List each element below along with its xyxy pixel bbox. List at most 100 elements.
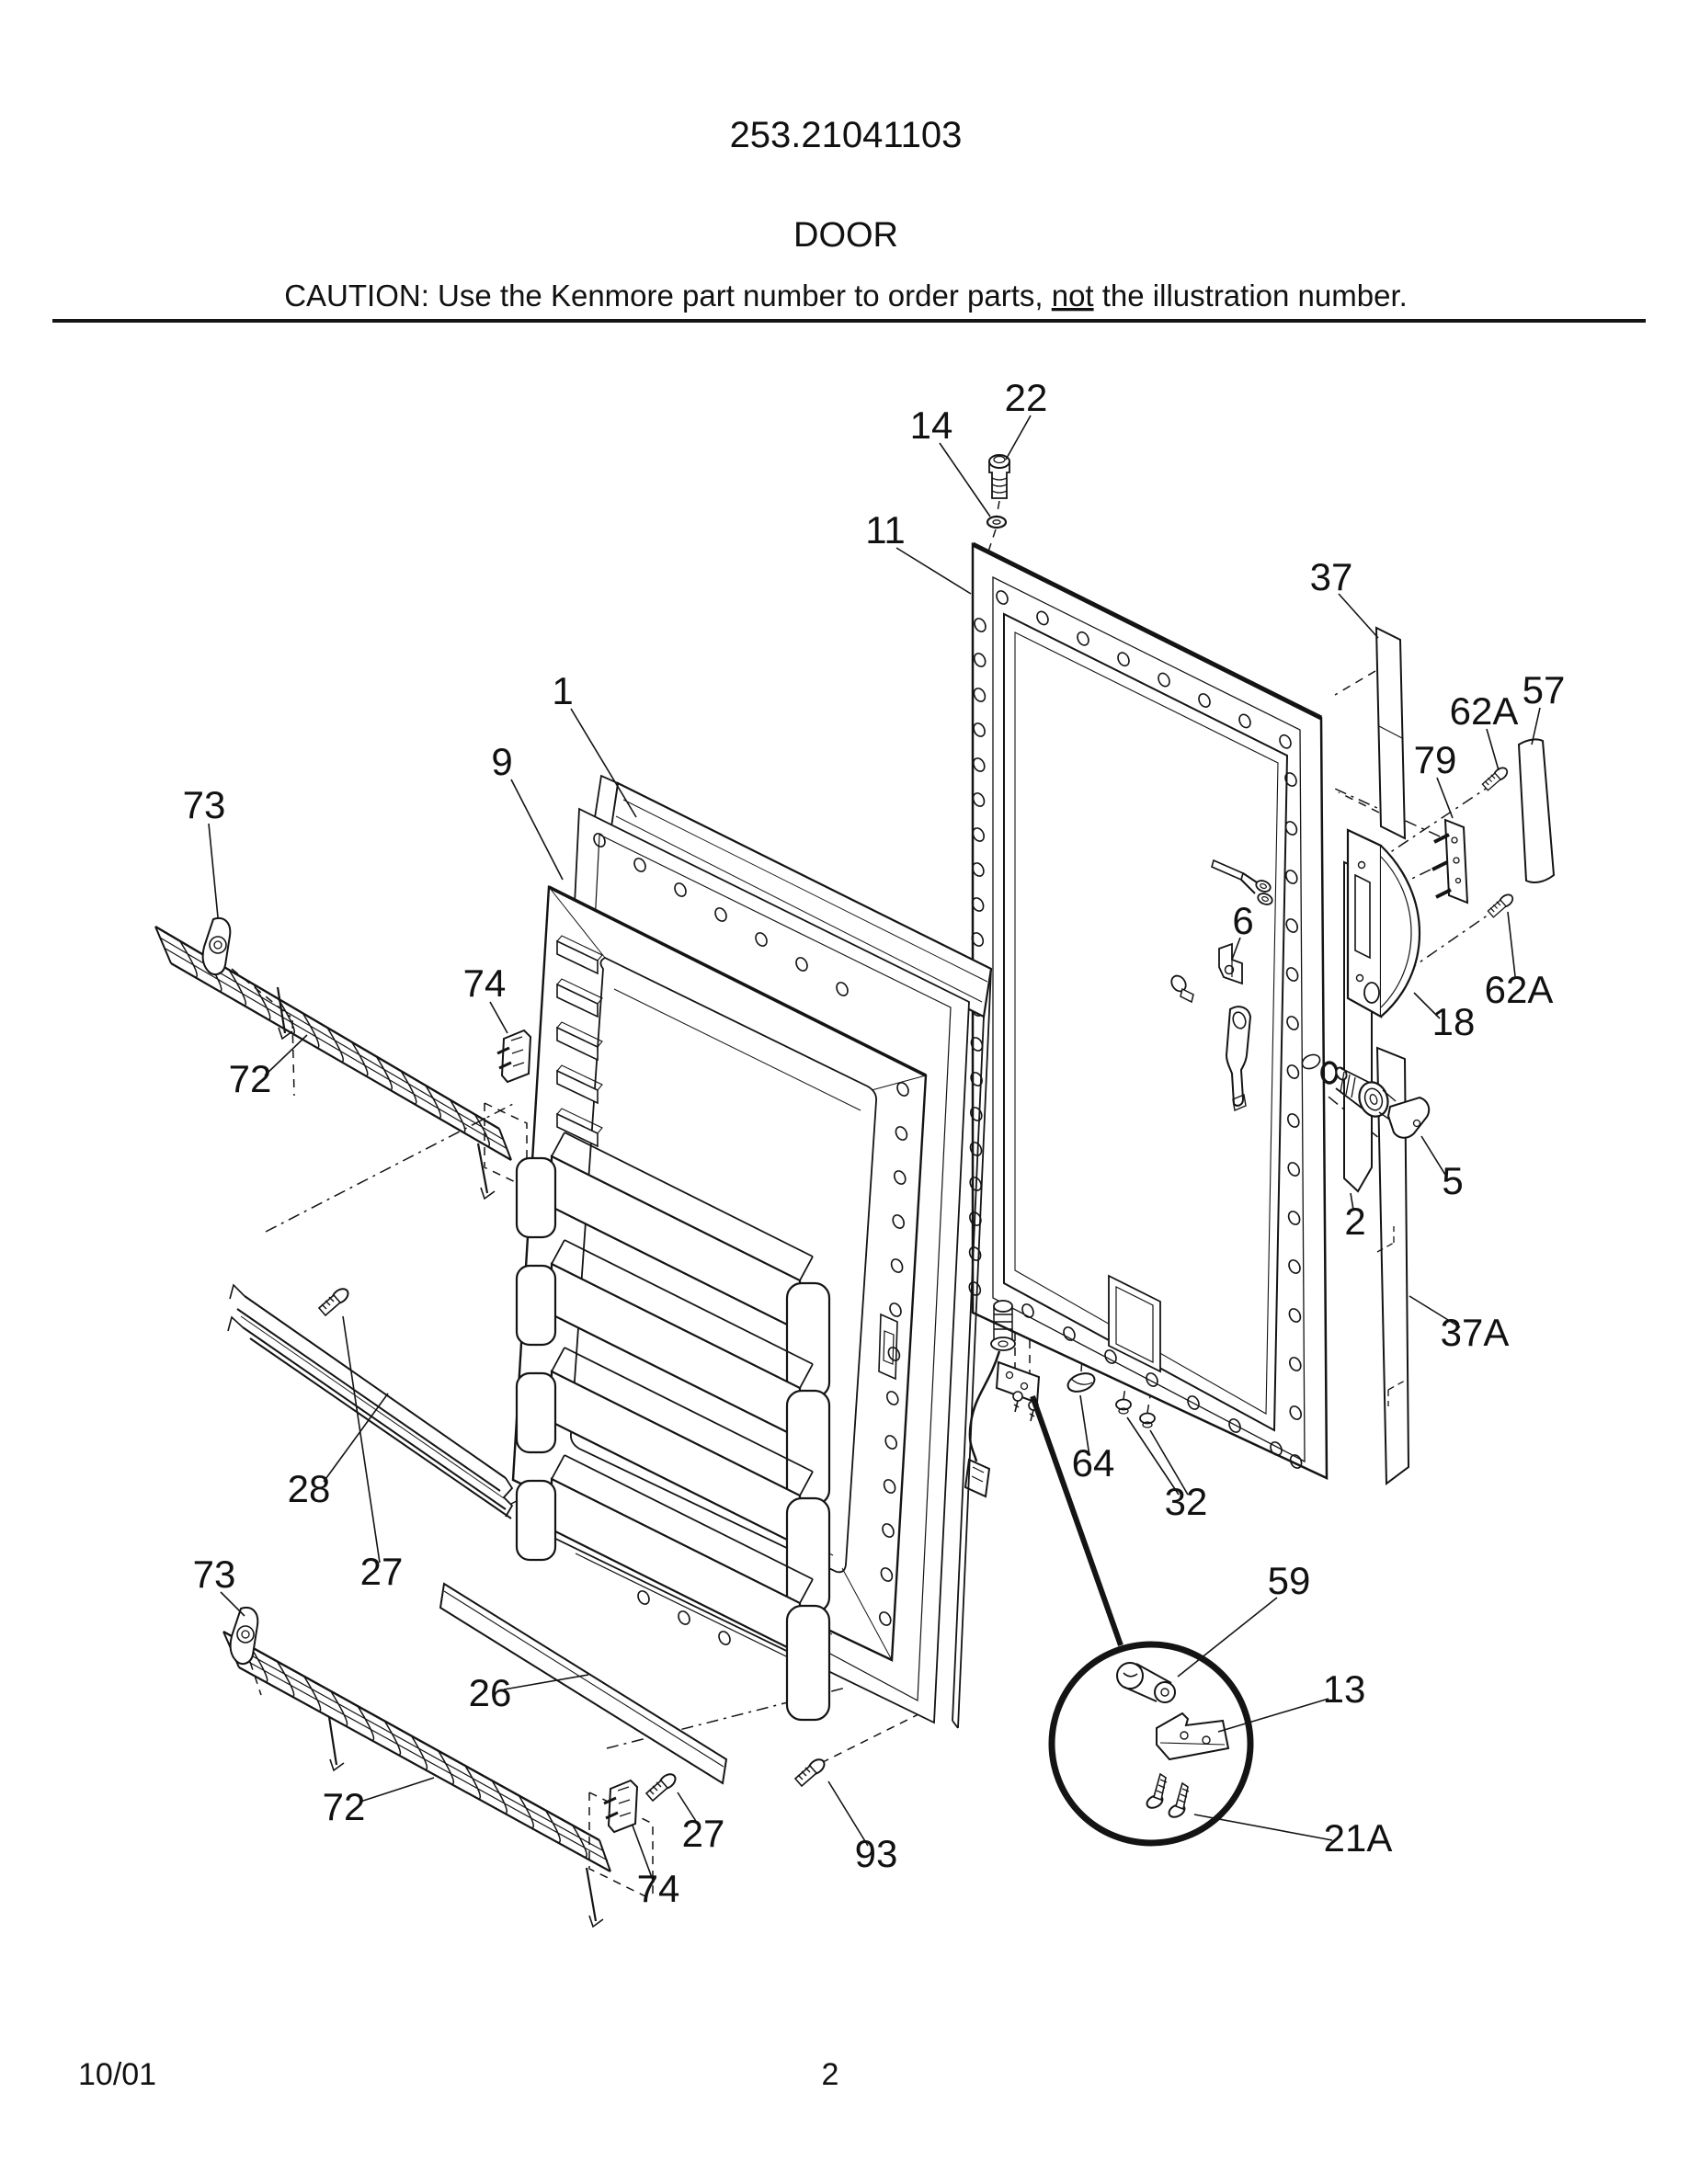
part-label-27: 27	[682, 1812, 725, 1855]
part-label-9: 9	[491, 740, 512, 783]
leader-line-28	[323, 1393, 389, 1483]
part-label-14: 14	[910, 404, 953, 447]
leader-line-62A	[1486, 728, 1500, 771]
part-label-73: 73	[193, 1553, 236, 1596]
part-label-37: 37	[1310, 555, 1353, 598]
liner-ladder-slots	[556, 935, 603, 1148]
leader-line-74	[489, 1001, 508, 1034]
leader-line-9	[510, 779, 564, 881]
caution-line: CAUTION: Use the Kenmore part number to …	[284, 279, 1408, 313]
basket-clip-73-top	[201, 916, 232, 976]
trim-rail-26	[439, 1582, 728, 1785]
strap-tag	[1225, 1006, 1252, 1111]
part-label-11: 11	[865, 508, 906, 552]
leader-line-22	[1005, 415, 1032, 461]
part-label-22: 22	[1005, 376, 1048, 419]
leader-line-27	[677, 1792, 700, 1826]
trim-strip-37A	[1375, 1046, 1410, 1485]
detail-pointer-line	[1030, 1394, 1123, 1647]
part-label-72: 72	[323, 1785, 366, 1828]
screw-62A-bottom	[1487, 891, 1516, 918]
part-label-62A: 62A	[1450, 689, 1519, 733]
part-label-72: 72	[229, 1057, 272, 1100]
page-footer: 10/01 2	[78, 2057, 838, 2092]
leader-line-11	[895, 547, 972, 595]
cam-link-59	[1116, 1662, 1176, 1703]
basket-clip-74-bottom	[602, 1779, 639, 1834]
part-label-27: 27	[360, 1550, 404, 1593]
leader-line-5	[1420, 1135, 1446, 1176]
part-label-2: 2	[1344, 1200, 1365, 1243]
part-label-5: 5	[1442, 1159, 1463, 1202]
footer-date: 10/01	[78, 2057, 156, 2092]
leader-line-57	[1531, 707, 1541, 745]
grommet-64	[1066, 1372, 1096, 1393]
leader-line-32	[1149, 1429, 1189, 1496]
section-title: DOOR	[793, 216, 898, 255]
leader-line-64	[1079, 1394, 1090, 1457]
leader-line-74	[632, 1825, 655, 1883]
leader-line-37A	[1409, 1295, 1461, 1328]
bracket-13	[1156, 1712, 1230, 1761]
part-label-93: 93	[855, 1832, 898, 1875]
push-rivet	[1170, 974, 1194, 1004]
part-label-62A: 62A	[1485, 968, 1554, 1011]
detail-circle	[1048, 1641, 1254, 1847]
footer-page-number: 2	[822, 2057, 839, 2092]
part-label-6: 6	[1232, 899, 1253, 942]
leader-line-2	[1350, 1192, 1354, 1211]
screw-93	[794, 1756, 828, 1787]
strike-mount-79	[1431, 818, 1469, 904]
leader-line-79	[1436, 777, 1454, 819]
leader-line-6	[1231, 937, 1241, 961]
trim-strip-57	[1517, 738, 1556, 883]
clip-6	[1218, 942, 1243, 985]
hole-caps-32	[1115, 1398, 1156, 1428]
leader-line-73	[208, 823, 219, 918]
callout-labels: 19111422375762A79662A185237A737472282773…	[183, 376, 1566, 1910]
leader-line-73	[220, 1591, 245, 1617]
leader-line-37	[1338, 593, 1379, 639]
screw-62A-top	[1481, 764, 1511, 791]
leader-line-21A	[1193, 1814, 1333, 1841]
lock-hole	[1301, 1053, 1321, 1070]
part-label-57: 57	[1523, 668, 1566, 711]
leader-line-59	[1177, 1597, 1278, 1678]
screw-27-left	[318, 1285, 352, 1316]
lock-cylinder-5	[1335, 1066, 1431, 1139]
leader-line-14	[939, 442, 991, 518]
part-label-37A: 37A	[1441, 1311, 1510, 1354]
part-label-73: 73	[183, 783, 226, 826]
door-front-slab-1	[593, 774, 993, 1729]
part-label-1: 1	[552, 669, 573, 712]
leader-line-27	[342, 1315, 381, 1564]
part-label-79: 79	[1414, 738, 1457, 781]
retainer-rail-28	[227, 1283, 514, 1519]
door-key	[1211, 859, 1273, 905]
part-label-59: 59	[1268, 1559, 1311, 1602]
model-number: 253.21041103	[730, 115, 963, 155]
part-label-74: 74	[637, 1867, 680, 1910]
part-label-28: 28	[288, 1467, 331, 1510]
leader-line-72	[359, 1777, 435, 1803]
washer-14	[986, 515, 1008, 529]
part-label-21A: 21A	[1324, 1816, 1393, 1860]
leader-line-13	[1217, 1698, 1329, 1733]
leader-line-72	[264, 1034, 308, 1076]
basket-clip-74-top	[496, 1029, 532, 1084]
leader-line-1	[570, 708, 637, 818]
part-label-26: 26	[469, 1671, 512, 1714]
leader-line-62A	[1507, 911, 1516, 977]
part-label-74: 74	[463, 961, 507, 1005]
shoulder-screw-22	[988, 454, 1010, 499]
door-handle-18	[1346, 828, 1421, 1018]
part-label-64: 64	[1072, 1441, 1115, 1484]
page-header: 253.21041103 DOOR CAUTION: Use the Kenmo…	[52, 115, 1646, 323]
liner-screw-holes	[593, 833, 909, 1645]
leader-line-93	[827, 1780, 869, 1847]
leader-line-32	[1126, 1416, 1180, 1496]
trim-strip-37	[1374, 626, 1407, 840]
part-label-18: 18	[1432, 1000, 1476, 1043]
screw-27-bottom	[645, 1770, 679, 1802]
